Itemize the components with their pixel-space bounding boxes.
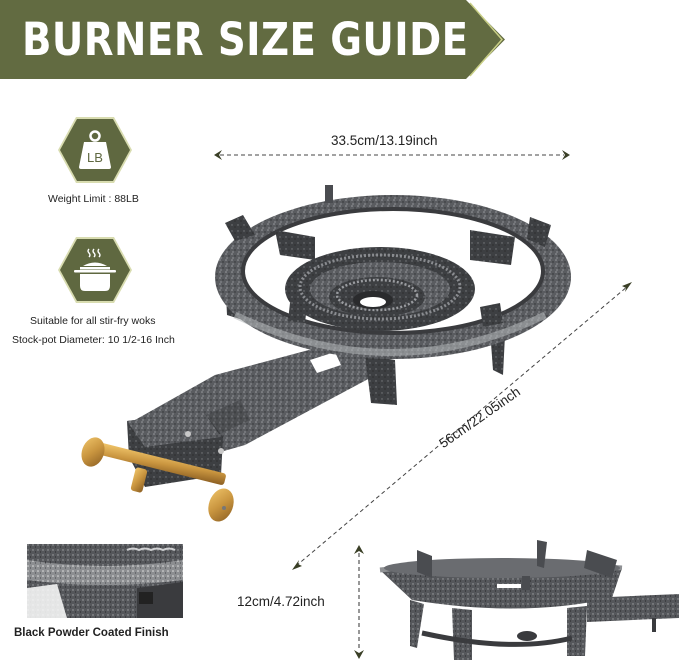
wok-compat-label: Suitable for all stir-fry woks <box>30 315 156 327</box>
length-dimension-arrow <box>292 282 632 570</box>
page-title: BURNER SIZE GUIDE <box>22 13 469 66</box>
weight-limit-label: Weight Limit : 88LB <box>48 193 139 205</box>
weight-lb-icon: LB <box>58 117 132 183</box>
stockpot-diameter-label: Stock-pot Diameter: 10 1/2-16 Inch <box>12 334 175 346</box>
burner-side-view-image <box>379 540 679 660</box>
height-dimension-label: 12cm/4.72inch <box>237 594 325 609</box>
svg-text:LB: LB <box>87 150 103 165</box>
cooking-pot-icon <box>58 237 132 303</box>
pot-size-badge <box>57 236 133 309</box>
weight-limit-badge: LB <box>57 116 133 189</box>
width-dimension-arrow <box>214 150 570 160</box>
width-dimension-label: 33.5cm/13.19inch <box>331 133 438 148</box>
burner-product-image <box>81 185 571 522</box>
banner-arrow-shape <box>0 0 505 79</box>
finish-closeup-image <box>27 544 183 618</box>
height-dimension-arrow <box>354 545 364 659</box>
header-banner <box>0 0 508 79</box>
finish-label: Black Powder Coated Finish <box>14 627 169 639</box>
finish-closeup-graphic <box>27 544 183 618</box>
